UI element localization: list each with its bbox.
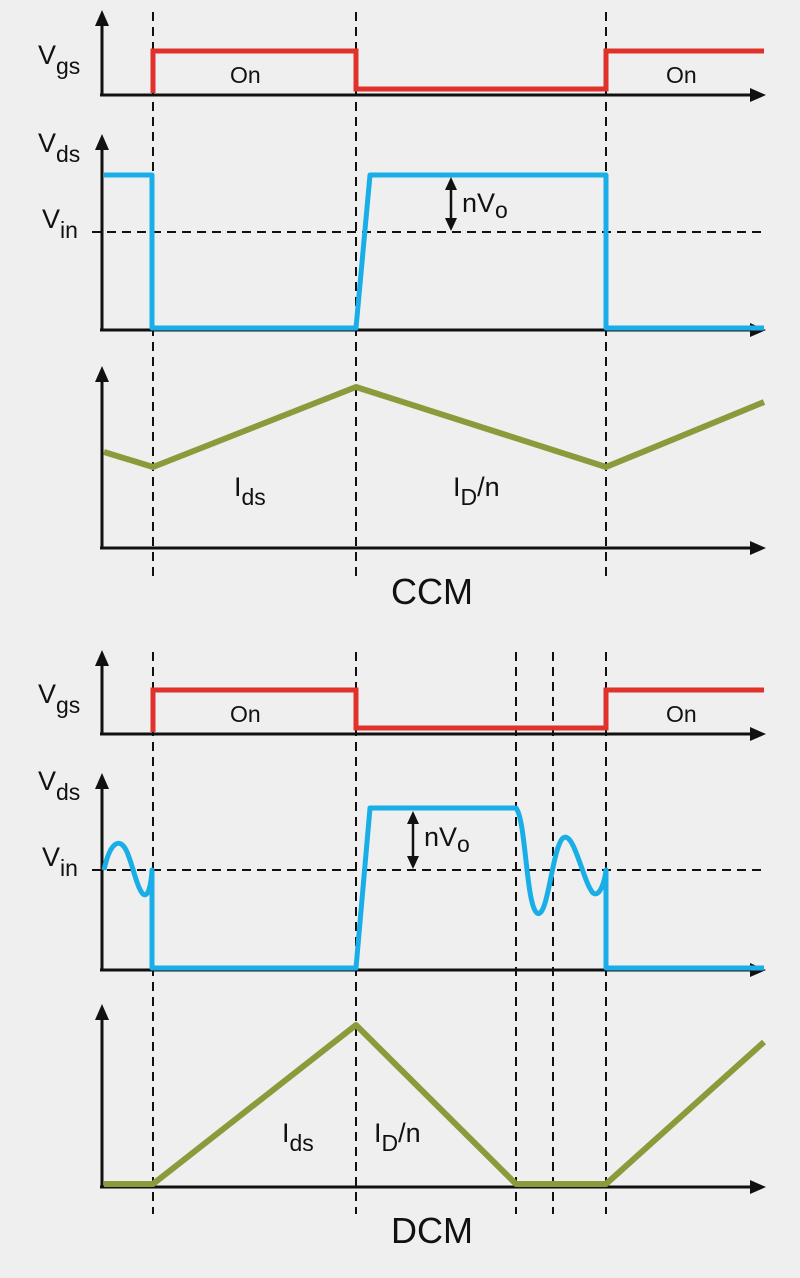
ccm-vds-axes [95, 134, 766, 337]
dcm-vgs-waveform [150, 687, 764, 732]
ccm-nvo-arrow [445, 177, 457, 231]
ccm-vds-label: Vds [38, 128, 80, 167]
ccm-on-label-2: On [666, 62, 697, 88]
ccm-vgs-label: Vgs [38, 40, 80, 79]
ccm-nvo-label: nVo [462, 188, 508, 223]
dcm-vgs-axes [95, 650, 766, 741]
dcm-vgs-label: Vgs [38, 679, 80, 718]
ccm-current-axes [95, 366, 766, 555]
dcm-section: Vgs Vds Vin On On nVo Ids ID/n DCM [38, 650, 767, 1251]
dcm-vds-axes [95, 773, 766, 977]
dcm-on-label-2: On [666, 701, 697, 727]
dcm-current-waveform [104, 1022, 767, 1187]
dcm-vin-label: Vin [42, 842, 78, 881]
dcm-on-label-1: On [230, 701, 261, 727]
ccm-vin-label: Vin [42, 204, 78, 243]
dcm-nvo-arrow [407, 811, 419, 869]
ccm-vds-waveform [104, 172, 764, 331]
ccm-title: CCM [391, 571, 473, 612]
dcm-current-axes [95, 1004, 766, 1194]
ccm-vgs-axes [95, 10, 766, 102]
ccm-idn-label: ID/n [453, 472, 500, 510]
ccm-ids-label: Ids [234, 472, 266, 510]
ccm-on-label-1: On [230, 62, 261, 88]
dcm-vds-waveform [101, 805, 764, 971]
dcm-ids-label: Ids [282, 1118, 314, 1156]
dcm-title: DCM [391, 1210, 473, 1251]
dcm-time-markers [152, 652, 607, 1214]
ccm-vgs-waveform [150, 48, 764, 93]
ccm-time-markers [152, 12, 607, 576]
ccm-current-waveform [103, 384, 766, 470]
ccm-section: Vgs Vds Vin On On nVo Ids ID/n CCM [38, 10, 766, 612]
dcm-nvo-label: nVo [424, 822, 470, 857]
dcm-vds-label: Vds [38, 766, 80, 805]
dcm-idn-label: ID/n [374, 1118, 421, 1156]
